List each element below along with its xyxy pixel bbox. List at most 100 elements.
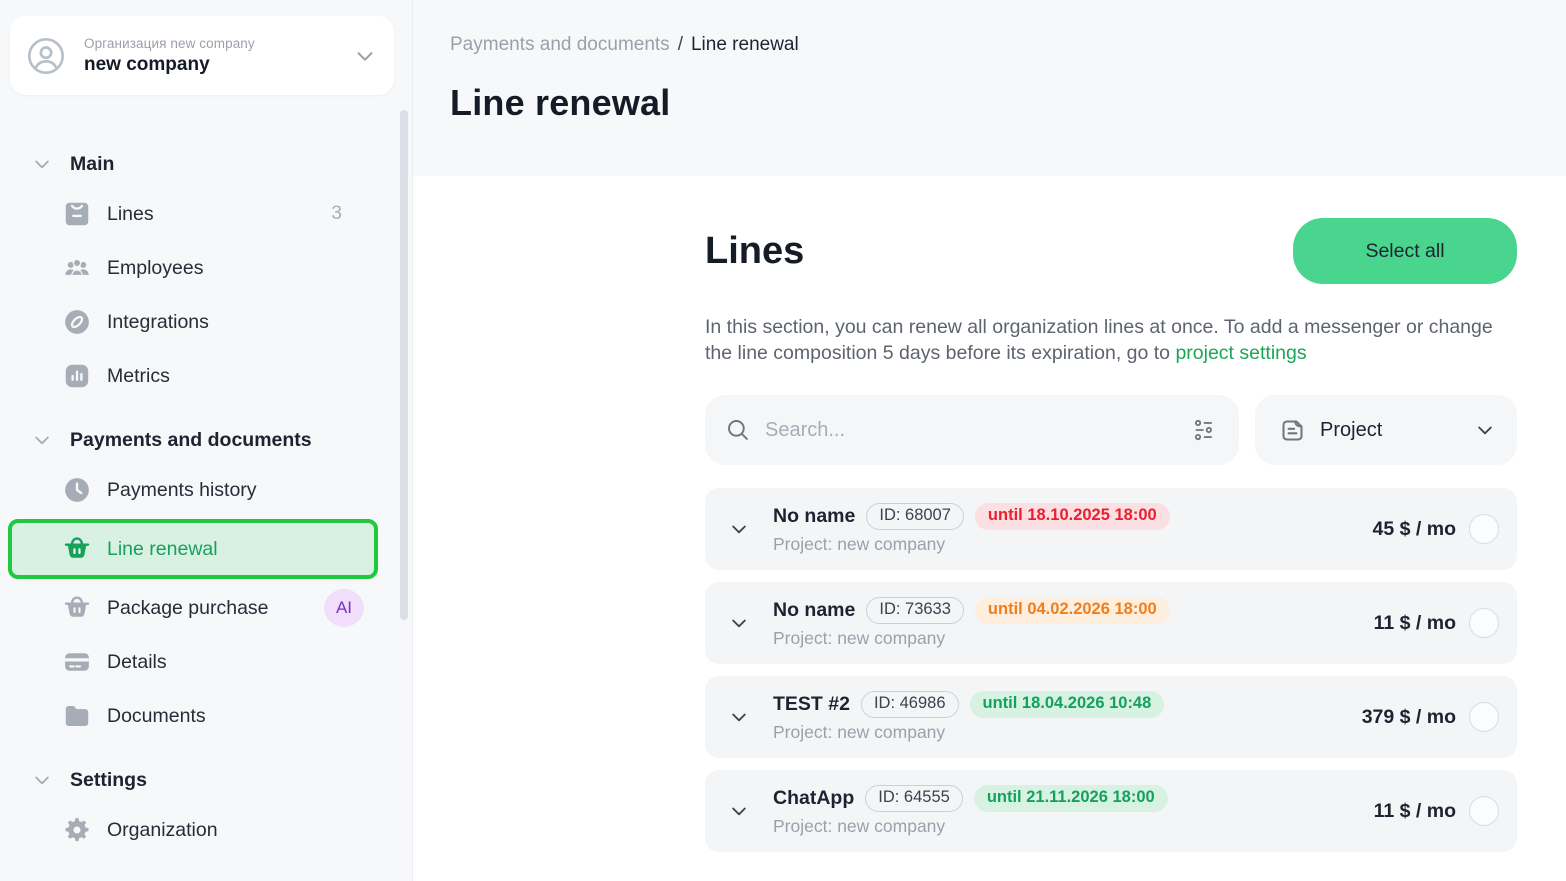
line-project: Project: new company [773, 628, 946, 648]
chevron-down-icon [32, 770, 52, 790]
breadcrumb-parent[interactable]: Payments and documents [450, 34, 670, 55]
sidebar-scrollbar[interactable] [400, 110, 408, 620]
expand-chevron-icon[interactable] [729, 519, 749, 539]
select-all-button[interactable]: Select all [1293, 218, 1517, 284]
org-label: Организация new company [84, 35, 255, 51]
sidebar-item-label: Payments history [107, 478, 257, 501]
content: Lines Select all In this section, you ca… [413, 176, 1566, 852]
lines-heading: Lines [705, 230, 805, 272]
line-project: Project: new company [773, 816, 946, 836]
breadcrumb: Payments and documents / Line renewal [450, 34, 1566, 56]
expand-chevron-icon[interactable] [729, 801, 749, 821]
org-texts: Организация new company new company [84, 36, 255, 76]
lines-count-badge: 3 [331, 203, 342, 224]
line-id-pill: ID: 64555 [865, 785, 963, 812]
sidebar-item-label: Organization [107, 818, 218, 841]
line-select-radio[interactable] [1469, 796, 1499, 826]
sidebar-item-documents[interactable]: Documents [10, 689, 394, 743]
sidebar-item-organization[interactable]: Organization [10, 803, 394, 857]
section-label: Main [70, 152, 115, 175]
sidebar-item-label: Lines [107, 202, 154, 225]
project-filter-dropdown[interactable]: Project [1255, 395, 1517, 465]
expand-chevron-icon[interactable] [729, 707, 749, 727]
line-select-radio[interactable] [1469, 702, 1499, 732]
row-main: No name ID: 68007 until 18.10.2025 18:00… [773, 503, 1170, 555]
search-icon [725, 417, 751, 443]
section-header-settings[interactable]: Settings [10, 757, 394, 803]
sidebar-item-label: Integrations [107, 310, 209, 333]
org-avatar-icon [26, 36, 66, 76]
search-input[interactable] [765, 418, 1191, 442]
line-name: No name [773, 505, 856, 527]
sidebar-item-label: Package purchase [107, 596, 269, 619]
line-select-radio[interactable] [1469, 608, 1499, 638]
breadcrumb-separator: / [677, 34, 683, 55]
page-header: Payments and documents / Line renewal Li… [413, 0, 1566, 176]
section-header-payments[interactable]: Payments and documents [10, 417, 394, 463]
row-top: No name ID: 73633 until 04.02.2026 18:00 [773, 597, 1170, 624]
breadcrumb-current: Line renewal [690, 34, 799, 55]
sidebar-item-label: Line renewal [107, 537, 218, 560]
lines-list: No name ID: 68007 until 18.10.2025 18:00… [705, 488, 1517, 852]
expand-chevron-icon[interactable] [729, 613, 749, 633]
line-price: 11 $ / mo [1373, 611, 1456, 634]
until-badge: until 21.11.2026 18:00 [973, 785, 1168, 812]
gear-icon [62, 815, 92, 845]
search-box[interactable] [705, 395, 1239, 465]
line-name: No name [773, 599, 856, 621]
sidebar-item-metrics[interactable]: Metrics [10, 349, 394, 403]
chevron-down-icon [32, 430, 52, 450]
row-right: 379 $ / mo [1362, 702, 1499, 732]
line-row: No name ID: 73633 until 04.02.2026 18:00… [705, 582, 1517, 664]
filter-sliders-icon[interactable] [1191, 417, 1217, 443]
filters-bar: Project [705, 395, 1517, 465]
clock-icon [62, 475, 92, 505]
line-price: 45 $ / mo [1372, 517, 1456, 540]
row-top: No name ID: 68007 until 18.10.2025 18:00 [773, 503, 1170, 530]
row-main: TEST #2 ID: 46986 until 18.04.2026 10:48… [773, 691, 1165, 743]
ai-badge: AI [324, 589, 364, 627]
project-settings-link[interactable]: project settings [1175, 342, 1307, 364]
until-badge: until 04.02.2026 18:00 [974, 597, 1170, 624]
until-badge: until 18.04.2026 10:48 [969, 691, 1165, 718]
sidebar-item-line-renewal[interactable]: Line renewal [8, 519, 378, 579]
section-header-main[interactable]: Main [10, 141, 394, 187]
line-project: Project: new company [773, 722, 946, 742]
folder-icon [62, 701, 92, 731]
sidebar-item-integrations[interactable]: Integrations [10, 295, 394, 349]
row-right: 45 $ / mo [1373, 514, 1499, 544]
section-label: Settings [70, 768, 147, 791]
line-select-radio[interactable] [1469, 514, 1499, 544]
sidebar-item-lines[interactable]: Lines 3 [10, 187, 394, 241]
integrations-icon [62, 307, 92, 337]
content-head: Lines Select all [705, 218, 1517, 284]
line-row: ChatApp ID: 64555 until 21.11.2026 18:00… [705, 770, 1517, 852]
line-id-pill: ID: 73633 [866, 597, 964, 624]
page-title: Line renewal [450, 82, 671, 123]
row-right: 11 $ / mo [1374, 796, 1499, 826]
document-icon [1279, 417, 1306, 444]
sidebar-item-payments-history[interactable]: Payments history [10, 463, 394, 517]
row-top: TEST #2 ID: 46986 until 18.04.2026 10:48 [773, 691, 1165, 718]
line-name: TEST #2 [773, 693, 850, 715]
line-name: ChatApp [773, 787, 855, 809]
nav-section-payments: Payments and documents Payments history … [8, 417, 394, 743]
nav-section-settings: Settings Organization [10, 757, 394, 857]
row-right: 11 $ / mo [1374, 608, 1499, 638]
org-selector[interactable]: Организация new company new company [10, 16, 394, 95]
line-id-pill: ID: 46986 [860, 691, 959, 718]
employees-icon [62, 253, 92, 283]
chevron-down-icon [1475, 420, 1495, 440]
sidebar: Организация new company new company Main… [0, 0, 413, 881]
line-price: 11 $ / mo [1373, 799, 1456, 822]
section-label: Payments and documents [70, 428, 312, 451]
sidebar-item-details[interactable]: Details [10, 635, 394, 689]
sidebar-item-employees[interactable]: Employees [10, 241, 394, 295]
row-top: ChatApp ID: 64555 until 21.11.2026 18:00 [773, 785, 1168, 812]
sidebar-item-package-purchase[interactable]: Package purchase AI [10, 581, 394, 635]
chevron-down-icon [32, 154, 52, 174]
nav-section-main: Main Lines 3 Employees Integrations [10, 141, 394, 403]
sidebar-item-label: Documents [107, 704, 206, 727]
basket-icon [62, 593, 92, 623]
